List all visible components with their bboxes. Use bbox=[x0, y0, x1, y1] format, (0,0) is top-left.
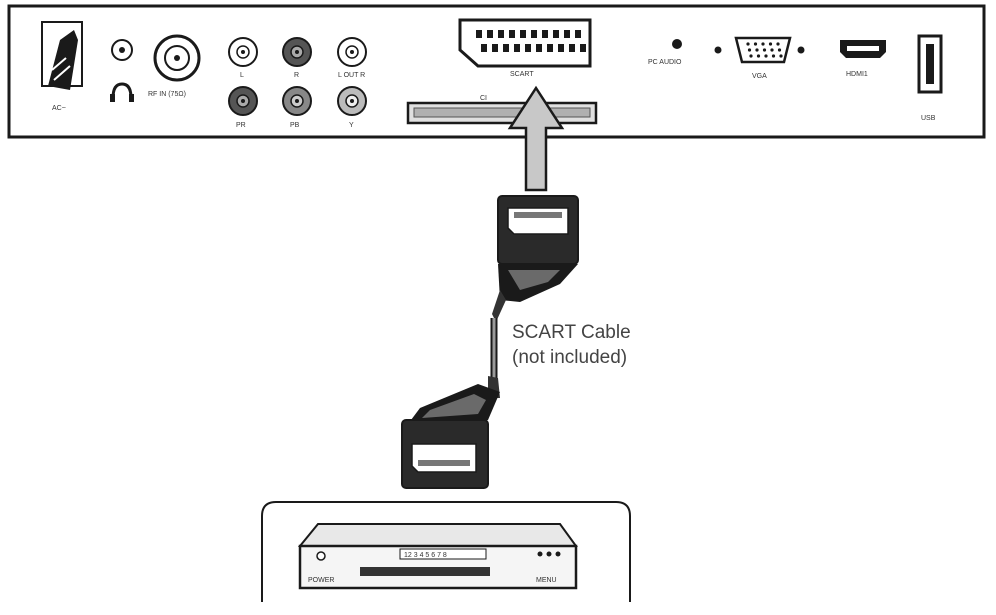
scart-pin bbox=[481, 44, 487, 52]
scart-pin bbox=[509, 30, 515, 38]
vga-pin bbox=[770, 48, 774, 52]
device-power-icon bbox=[316, 551, 326, 561]
vga-port: VGA bbox=[714, 36, 805, 80]
device-display: 12 3 4 5 6 7 8 bbox=[404, 552, 447, 559]
scart-pin bbox=[542, 30, 548, 38]
vga-pin bbox=[762, 48, 767, 52]
scart-pin bbox=[492, 44, 498, 52]
vga-pin bbox=[764, 54, 768, 58]
scart-pin bbox=[569, 44, 575, 52]
tv-scart-socket: SCART bbox=[458, 18, 592, 78]
svg-text:PB: PB bbox=[290, 122, 300, 129]
usb-port: USB bbox=[917, 34, 943, 122]
vga-pin bbox=[749, 54, 753, 58]
ac-label: AC~ bbox=[52, 105, 66, 112]
rca-audio-out: L OUT R bbox=[337, 37, 367, 79]
connection-arrow bbox=[507, 85, 565, 192]
device-right-caption: MENU bbox=[536, 577, 557, 584]
svg-text:PC AUDIO: PC AUDIO bbox=[648, 59, 682, 66]
ci-label: CI bbox=[480, 95, 487, 102]
scart-pin bbox=[531, 30, 537, 38]
svg-text:USB: USB bbox=[921, 115, 936, 122]
device-left-caption: POWER bbox=[308, 577, 334, 584]
scart-pin bbox=[498, 30, 504, 38]
scart-pin bbox=[575, 30, 581, 38]
vga-pin bbox=[747, 48, 752, 52]
rf-antenna-input: RF IN (75Ω) bbox=[148, 34, 201, 98]
scart-pin bbox=[520, 30, 526, 38]
svg-text:Y: Y bbox=[349, 122, 354, 129]
scart-pin bbox=[580, 44, 586, 52]
scart-pin bbox=[476, 30, 482, 38]
external-device: 12 3 4 5 6 7 8 POWER MENU bbox=[297, 523, 578, 590]
scart-pin bbox=[558, 44, 564, 52]
cable-label-line1: SCART Cable bbox=[512, 322, 631, 343]
rca-component-pr: PR bbox=[228, 86, 258, 129]
svg-text:L OUT R: L OUT R bbox=[338, 72, 365, 79]
svg-text:L: L bbox=[240, 72, 244, 79]
svg-text:HDMI1: HDMI1 bbox=[846, 71, 868, 78]
scart-pin bbox=[536, 44, 542, 52]
scart-pin bbox=[553, 30, 559, 38]
vga-pin bbox=[756, 54, 761, 58]
upper-scart-plug bbox=[492, 195, 579, 322]
scart-pin bbox=[503, 44, 509, 52]
hdmi-port: HDMI1 bbox=[840, 40, 886, 78]
headphone-icon bbox=[110, 94, 115, 102]
pc-audio-jack: PC AUDIO bbox=[648, 39, 682, 66]
vga-pin bbox=[779, 54, 783, 58]
scart-pins bbox=[476, 30, 586, 52]
scart-pin bbox=[487, 30, 493, 38]
rf-label: RF IN (75Ω) bbox=[148, 91, 186, 98]
tv-rear-panel: AC~ RF IN (75Ω) L R bbox=[7, 4, 986, 139]
rca-audio-l: L bbox=[228, 37, 258, 79]
svg-text:VGA: VGA bbox=[752, 73, 767, 80]
lower-scart-plug bbox=[401, 376, 500, 489]
rca-audio-r: R bbox=[282, 37, 312, 79]
vga-pin bbox=[768, 42, 773, 46]
scart-pin bbox=[525, 44, 531, 52]
headphone-jack bbox=[110, 39, 134, 102]
vga-pin bbox=[761, 42, 765, 46]
scart-pin bbox=[514, 44, 520, 52]
vga-pin bbox=[776, 42, 780, 46]
vga-pin bbox=[755, 48, 759, 52]
cable-label: SCART Cable (not included) bbox=[512, 322, 631, 368]
vga-pin bbox=[753, 42, 758, 46]
rca-component-pb: PB bbox=[282, 86, 312, 129]
vga-pin bbox=[777, 48, 782, 52]
ac-power-socket: AC~ bbox=[41, 21, 83, 112]
scart-pin bbox=[547, 44, 553, 52]
scart-label: SCART bbox=[510, 71, 534, 78]
cable-label-line2: (not included) bbox=[512, 347, 627, 368]
rca-component-y: Y bbox=[337, 86, 367, 129]
scart-pin bbox=[564, 30, 570, 38]
svg-text:R: R bbox=[294, 72, 299, 79]
svg-text:PR: PR bbox=[236, 122, 246, 129]
vga-pin bbox=[771, 54, 776, 58]
vga-pin bbox=[746, 42, 750, 46]
external-device-frame bbox=[261, 501, 631, 602]
